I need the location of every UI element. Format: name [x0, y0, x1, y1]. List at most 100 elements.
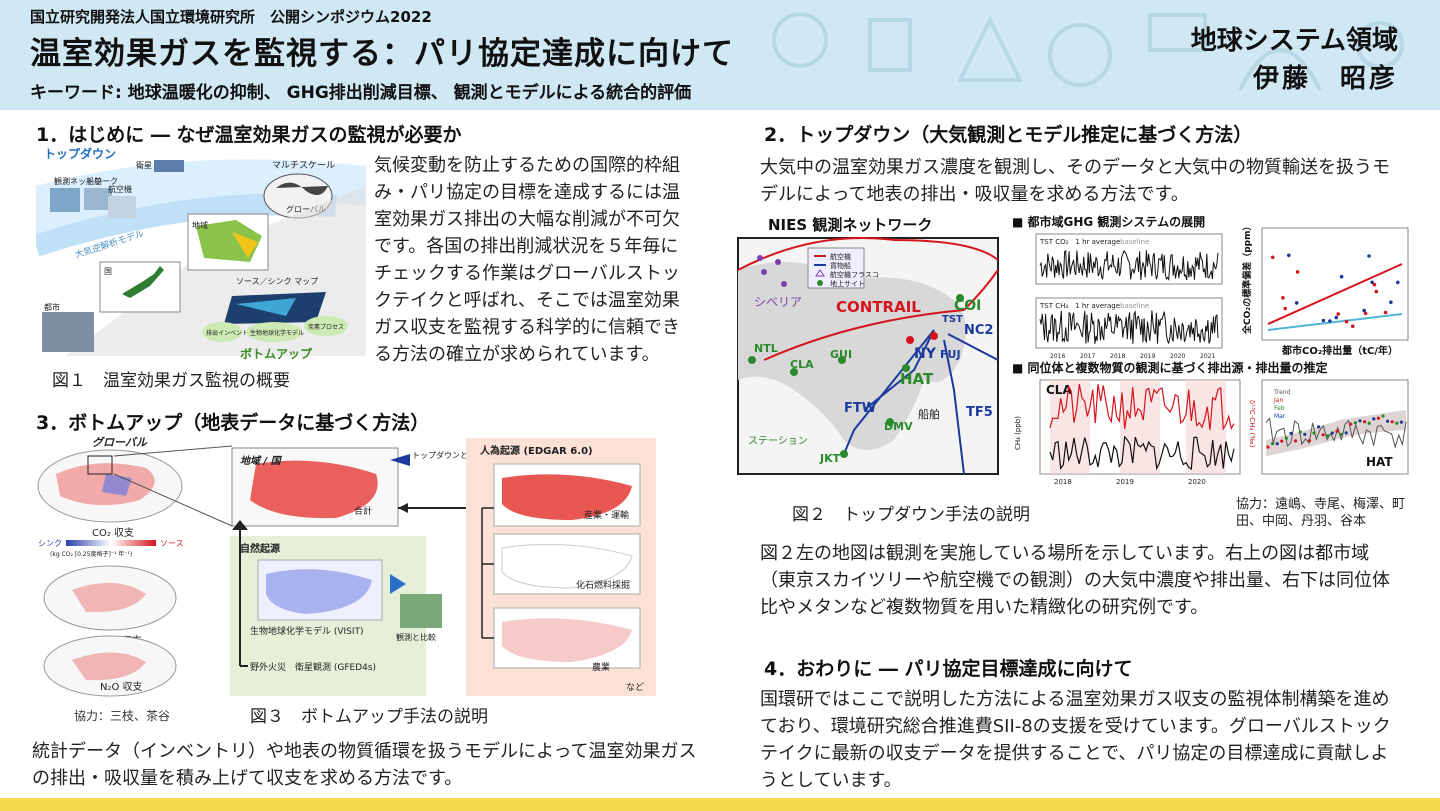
urban-scatter-point	[1344, 319, 1349, 324]
map-station: ステーション	[748, 436, 808, 447]
figure3-caption: 図３ ボトムアップ手法の説明	[250, 707, 488, 727]
process-bubble	[304, 316, 348, 336]
hat-point	[1376, 416, 1380, 420]
fig1-process-label: 炭素プロセス	[308, 323, 344, 331]
hat-point	[1386, 419, 1390, 423]
hat-point	[1266, 445, 1270, 449]
zoom-box	[87, 455, 113, 475]
fig3-sink-label: シンク	[38, 539, 62, 548]
compare-arrow-icon	[390, 454, 410, 466]
urban-scatter-point	[1339, 274, 1344, 279]
hat-point	[1363, 420, 1367, 424]
urban-title: ■ 都市域GHG 観測システムの展開	[1012, 214, 1205, 229]
fig1-source-sink-label: ソース／シンク マップ	[236, 277, 318, 286]
urban-scatter-point	[1367, 254, 1371, 258]
hat-point	[1303, 432, 1307, 436]
urban-scatter-plot	[1261, 227, 1409, 341]
fig1-city-label: 都市	[44, 302, 60, 312]
fig3-anthro-label: 人為起源 (EDGAR 6.0)	[480, 444, 593, 457]
isotope-year-2: 2020	[1188, 478, 1206, 486]
figure2-isotope: ■ 同位体と複数物質の観測に基づく排出源・排出量の推定 CLA CH₄ (ppb…	[1010, 360, 1410, 486]
section3-heading: 3．ボトムアップ（地表データに基づく方法）	[36, 412, 430, 434]
hat-point	[1298, 430, 1302, 434]
tst-ch4-series	[1039, 309, 1219, 345]
fig3-obs-compare-label: 観測と比較	[396, 632, 436, 642]
map-siberia: シベリア	[754, 295, 802, 309]
hat-point	[1294, 439, 1298, 443]
fig1-satellite-label: 衛星	[136, 160, 152, 170]
hat-point	[1289, 431, 1293, 435]
urban-scatter-point	[1372, 282, 1377, 287]
fig3-agri-label: 農業	[592, 661, 610, 673]
fig1-topdown-label: トップダウン	[44, 146, 116, 161]
hat-point	[1358, 419, 1362, 423]
figure1: トップダウン 衛星 観測ネットワーク 船舶 航空機 大気逆解析モデル マルチスケ…	[36, 146, 366, 364]
fig3-global-label: グローバル	[92, 436, 148, 449]
urban-scatter-point	[1270, 255, 1275, 260]
page-title: 温室効果ガスを監視する：パリ協定達成に向けて	[30, 36, 734, 72]
urban-year-0: 2016	[1050, 353, 1065, 360]
hat-point	[1280, 439, 1284, 443]
urban-scatter-point	[1336, 312, 1340, 316]
section2-body: 大気中の温室効果ガス濃度を観測し、そのデータと大気中の物質輸送を扱うモデルによっ…	[760, 157, 1390, 205]
tst-ch4-label: TST CH₄ 1 hr average	[1039, 302, 1120, 310]
swap-arrow-icon	[390, 574, 406, 594]
hat-point	[1372, 417, 1376, 421]
section3-body: 統計データ（インベントリ）や地表の物質循環を扱うモデルによって温室効果ガスの排出…	[32, 741, 697, 789]
isotope-station-cla: CLA	[1046, 383, 1072, 397]
fig1-bottomup-label: ボトムアップ	[240, 346, 313, 361]
map-ftw: FTW	[844, 401, 876, 416]
fig3-industry-label: 産業・運輸	[584, 509, 629, 521]
isotope-ylabel2: δ¹³C-CH₄ (‰)	[1248, 400, 1256, 448]
urban-scatter-point	[1350, 324, 1355, 329]
fig3-fire-label: 野外火災 衛星観測 (GFED4s)	[250, 661, 376, 673]
figure2-map: NIES 観測ネットワーク 航空機 貨物船 航空機フラスコ 地上サイト シベリア…	[734, 210, 1004, 482]
tst-co2-label: TST CO₂ 1 hr average	[1039, 238, 1120, 246]
map-jkt: JKT	[819, 452, 841, 465]
hat-point	[1271, 442, 1275, 446]
hat-point	[1340, 432, 1344, 436]
figure2-credit: 協力：遠嶋、寺尾、梅澤、町田、中岡、丹羽、谷本	[1236, 497, 1406, 529]
fig1-network-label: 観測ネットワーク	[54, 176, 118, 186]
footer-bar	[0, 798, 1440, 811]
isotope-year-1: 2019	[1116, 478, 1134, 486]
satellite-icon	[154, 160, 184, 172]
fig3-topdown-compare-label: トップダウンとの比較	[412, 450, 492, 460]
fig3-n2o-label: N₂O 収支	[100, 681, 143, 693]
keywords: キーワード: 地球温暖化の抑制、 GHG排出削減目標、 観測とモデルによる統合的…	[30, 83, 692, 103]
fig3-co2-label: CO₂ 収支	[92, 527, 134, 539]
map-hat: HAT	[900, 370, 934, 388]
fig3-etc-label: など	[626, 682, 644, 693]
fig1-global-label: グローバル	[286, 204, 326, 214]
hat-point	[1317, 425, 1321, 429]
map-nc2: NC2	[964, 323, 993, 338]
figure2-urban: ■ 都市域GHG 観測システムの展開 TST CO₂ 1 hr average …	[1010, 214, 1410, 360]
urban-scatter-point	[1334, 315, 1339, 320]
urban-ylabel: 全CO₂の標準偏差（ppm）	[1241, 222, 1253, 335]
urban-year-1: 2017	[1080, 353, 1095, 360]
isotope-year-0: 2018	[1054, 478, 1072, 486]
urban-scatter-point	[1396, 280, 1400, 285]
fig1-ship-label: 船舶	[86, 176, 102, 186]
fig3-source-label: ソース	[160, 539, 184, 548]
section1-heading: 1．はじめに ― なぜ温室効果ガスの監視が必要か	[36, 124, 462, 146]
fig1-region-label: 地域	[192, 220, 208, 230]
fig1-country-label: 国	[104, 267, 112, 276]
legend-ground: 地上サイト	[830, 279, 865, 288]
urban-scatter-point	[1328, 319, 1332, 323]
fig1-multiscale-label: マルチスケール	[272, 160, 335, 171]
division-name: 地球システム領域	[1190, 26, 1398, 56]
section1-body: 気候変動を防止するための国際的枠組み・パリ協定の目標を達成するには温室効果ガス排…	[374, 155, 680, 365]
isotope-ylabel1: CH₄ (ppb)	[1014, 416, 1022, 450]
ship-photo	[84, 188, 112, 210]
urban-scatter-point	[1321, 318, 1326, 323]
fig3-region-label: 地域 / 国	[240, 455, 283, 467]
hat-point	[1395, 421, 1399, 425]
fig1-inventory-label: 排出インベントリ	[206, 329, 254, 337]
urban-year-2: 2018	[1110, 353, 1125, 360]
figure3-diagram: グローバル CO₂ 収支 シンク ソース (kg CO₂ [0.25度格子]⁻¹…	[37, 436, 656, 723]
urban-year-3: 2019	[1140, 353, 1155, 360]
urban-scatter-point	[1294, 301, 1299, 305]
fig3-total-label: 合計	[354, 505, 372, 517]
hat-point	[1275, 442, 1279, 446]
